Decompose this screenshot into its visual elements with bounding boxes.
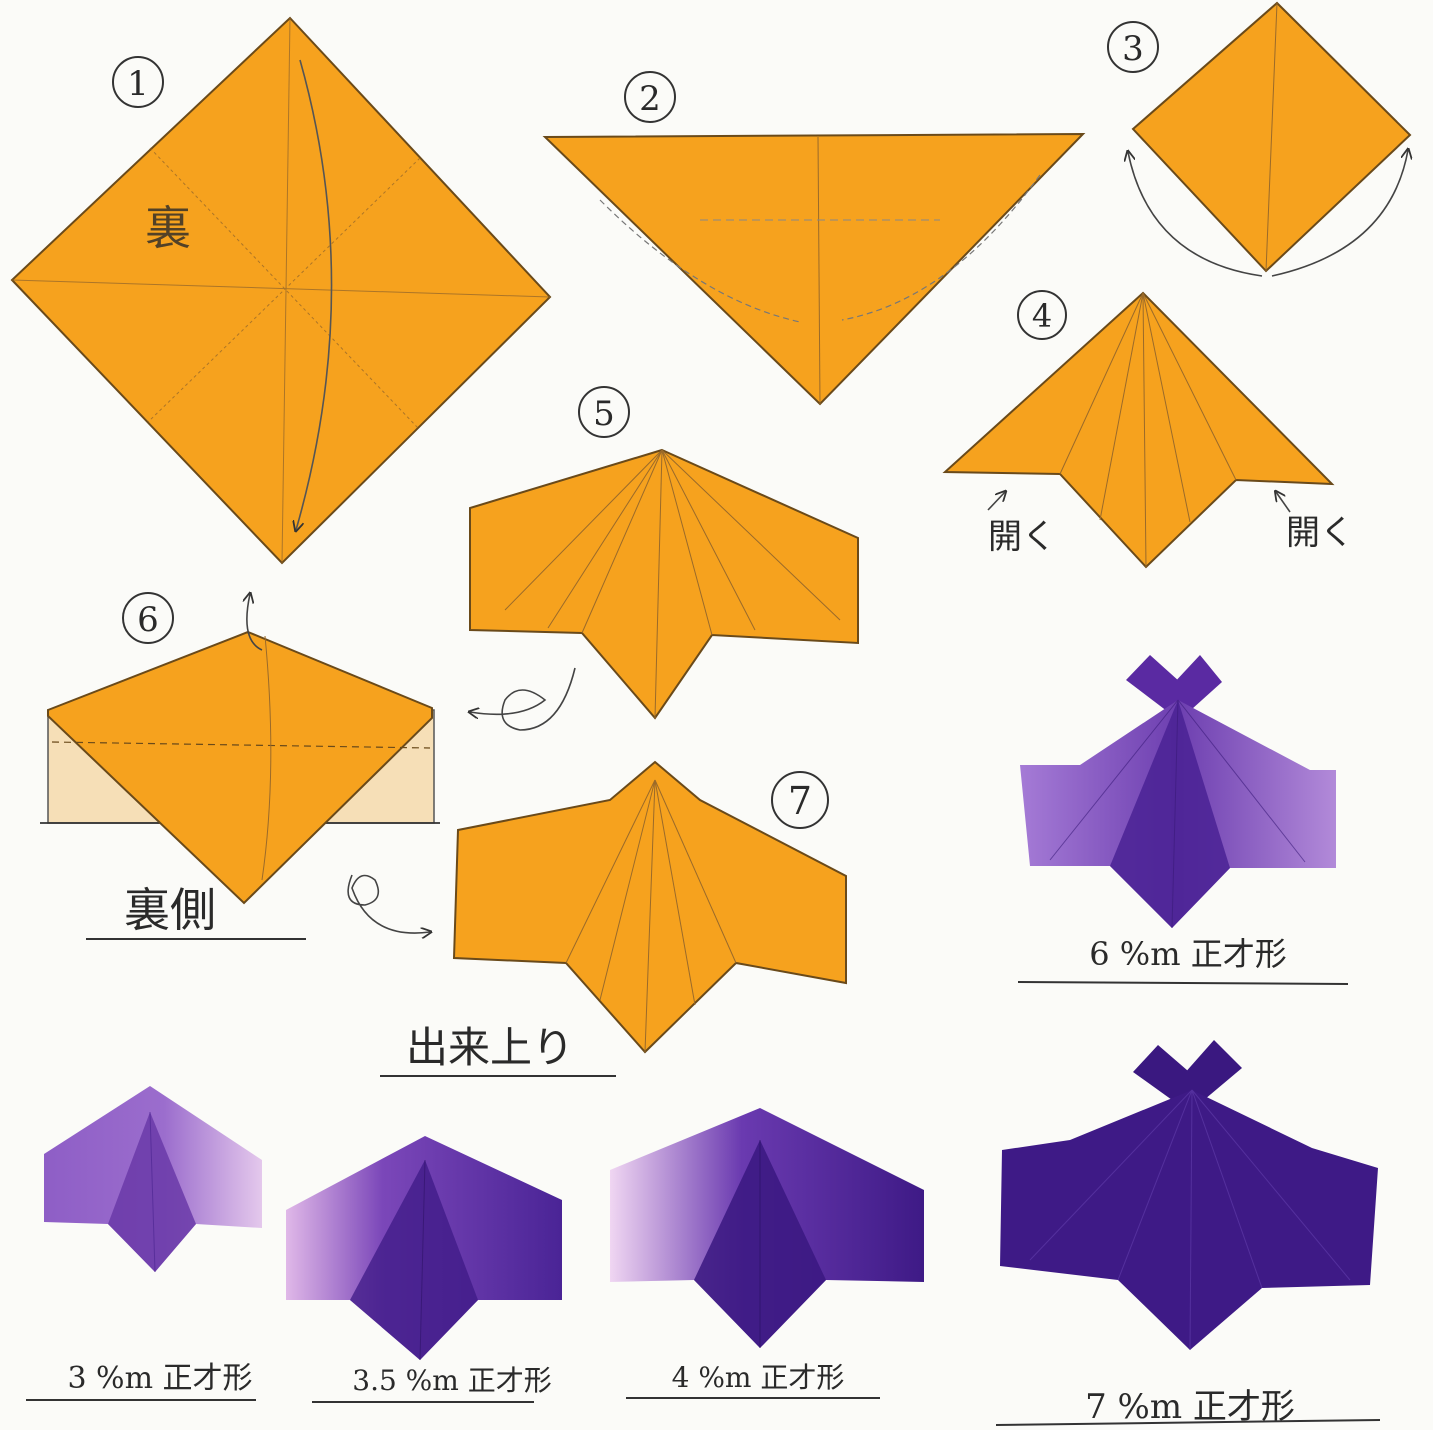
open-arrow-icon [1276,492,1290,512]
finished-caption: 出来上り [406,1023,574,1072]
sample-3cm: 3 %m 正才形 [26,1086,262,1400]
step-6: 6 裏側 [40,593,440,939]
step-5-number: 5 [593,394,615,434]
sample-7cm-shape [1000,1090,1378,1350]
step-2-number: 2 [639,79,661,119]
open-arrow-icon [988,492,1005,510]
turn-over-arrow-icon [348,875,430,933]
sample-6cm-label: 6 %m 正才形 [1089,935,1286,973]
step-6-number: 6 [137,600,159,640]
step-4-open-left-note: 開く [988,517,1056,557]
sample-3-5cm-label: 3.5 %m 正才形 [352,1364,552,1397]
sample-4cm: 4 %m 正才形 [610,1108,924,1398]
sample-3cm-label: 3 %m 正才形 [67,1361,252,1396]
step-1: 1 裏 [12,18,550,563]
sample-3-5cm: 3.5 %m 正才形 [286,1136,562,1402]
step-3-number: 3 [1122,29,1144,69]
step-3: 3 [1108,3,1410,276]
step-1-square [12,18,550,563]
step-4: 4 開く 開く [945,291,1354,567]
step-4-number: 4 [1032,297,1052,335]
step-5-shape [470,450,858,718]
step-7-number: 7 [788,779,812,823]
step-2-triangle [545,134,1083,404]
turn-over-arrow-icon [470,668,575,730]
sample-7cm: 7 %m 正才形 [996,1040,1380,1427]
sample-4cm-label: 4 %m 正才形 [672,1361,845,1394]
step-5: 5 [470,387,858,730]
sample-6cm: 6 %m 正才形 [1018,655,1348,984]
step-2: 2 [545,72,1083,404]
step-6-caption: 裏側 [124,883,216,937]
step-4-open-right-note: 開く [1286,513,1354,553]
step-1-back-note: 裏 [145,201,191,255]
step-6-shape [48,632,432,903]
step-1-number: 1 [127,64,149,104]
